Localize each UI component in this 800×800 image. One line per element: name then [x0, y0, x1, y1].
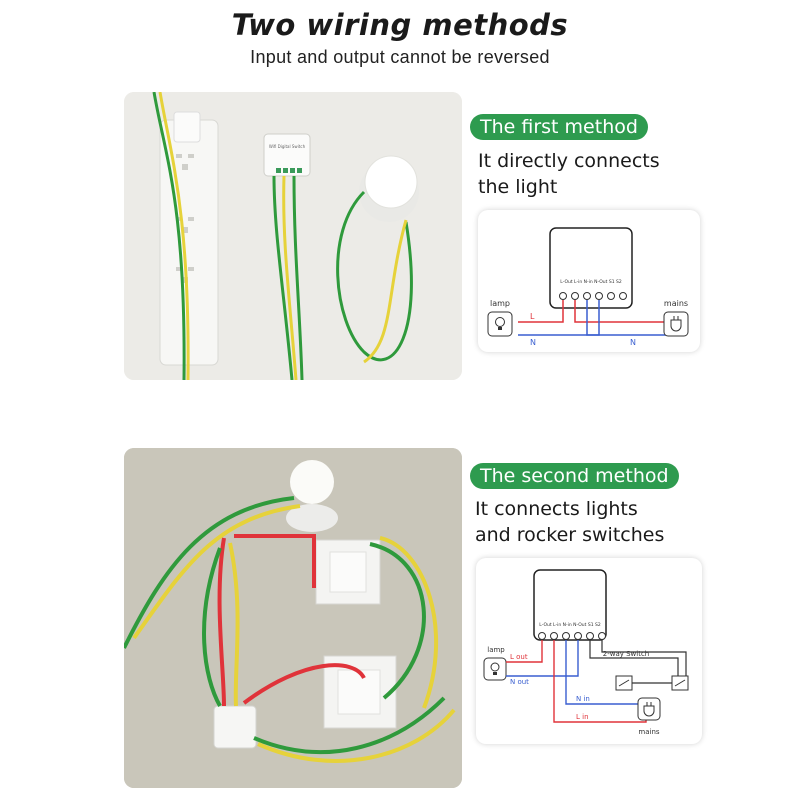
first-method-description-line2: the light	[478, 176, 558, 198]
first-method-description: It directly connects the light	[478, 148, 718, 200]
terminal-labels-2: L-Out L-in N-in N-Out S1 S2	[539, 622, 601, 628]
n-label: N	[530, 338, 536, 347]
lamp-icon	[495, 317, 505, 330]
second-method-photo	[124, 448, 462, 788]
terminal-labels: L-Out L-in N-in N-Out S1 S2	[560, 279, 622, 285]
second-method-diagram: L-Out L-in N-in N-Out S1 S2 lamp L out N…	[476, 558, 702, 744]
page-title: Two wiring methods	[231, 8, 569, 42]
first-method-diagram: L-Out L-in N-in N-Out S1 S2 L N N lamp m…	[478, 210, 700, 352]
second-method-description: It connects lights and rocker switches	[475, 496, 735, 548]
second-method-description-line1: It connects lights	[475, 498, 638, 520]
lamp-icon-2	[490, 662, 500, 675]
lamp-label-2: lamp	[487, 646, 505, 654]
lamp-label: lamp	[490, 299, 510, 308]
l-label: L	[530, 312, 535, 321]
module-label: Wifi Digital Switch	[269, 144, 306, 149]
first-method-photo: Wifi Digital Switch	[124, 92, 462, 380]
n-in-label: N in	[576, 695, 590, 703]
n-out-label: N out	[510, 678, 529, 686]
switch-label: 2-way Switch	[603, 650, 650, 658]
l-out-label: L out	[510, 653, 528, 661]
plug-icon	[670, 316, 682, 332]
first-method-description-line1: It directly connects	[478, 150, 660, 172]
l-in-label: L in	[576, 713, 589, 721]
second-method-description-line2: and rocker switches	[475, 524, 665, 546]
switch-icon	[618, 679, 686, 687]
n-label-right: N	[630, 338, 636, 347]
page-subtitle: Input and output cannot be reversed	[250, 47, 550, 67]
mains-label-2: mains	[638, 728, 659, 736]
mains-label: mains	[664, 299, 688, 308]
first-method-badge: The first method	[470, 114, 648, 140]
second-method-badge: The second method	[470, 463, 679, 489]
plug-icon-2	[643, 702, 655, 717]
